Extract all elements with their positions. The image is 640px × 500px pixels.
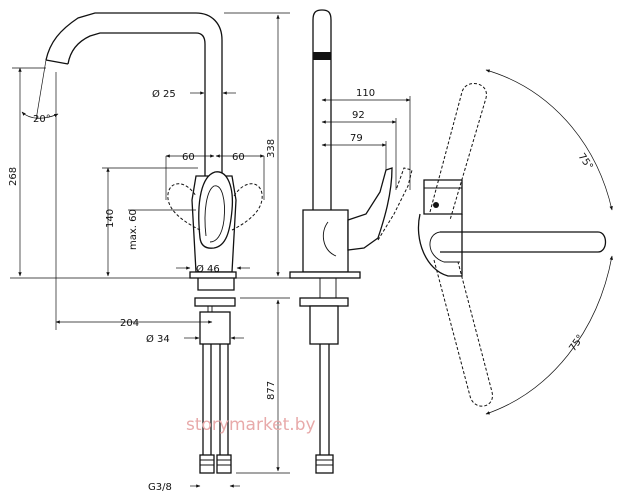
hose-left xyxy=(202,344,212,455)
shank-body xyxy=(199,311,231,345)
side-flange xyxy=(299,297,349,307)
side-hose-nut xyxy=(315,454,334,474)
hose-nut-left xyxy=(199,454,215,474)
side-base xyxy=(289,271,361,279)
top-base-ring xyxy=(417,213,463,277)
front-dimensions: 20° Ø 25 60 60 268 140 max. 60 338 Ø 46 xyxy=(8,12,290,493)
side-body xyxy=(302,209,349,273)
hose-thread-marks xyxy=(200,459,231,466)
dim-reach: 204 xyxy=(120,318,139,329)
side-outlet xyxy=(313,52,331,60)
top-spout xyxy=(440,231,607,253)
side-shank xyxy=(309,305,339,345)
dim-side-92: 92 xyxy=(352,110,365,121)
top-spout-rotated-down xyxy=(433,259,493,407)
watermark-text: storymarket.by xyxy=(186,415,316,435)
rotation-arc-bottom xyxy=(485,255,613,415)
top-spout-curve xyxy=(429,231,460,263)
mounting-flange xyxy=(194,297,236,307)
dim-swing-right: 60 xyxy=(232,152,245,163)
side-lever xyxy=(347,167,393,251)
dim-shank-diameter: Ø 34 xyxy=(146,333,170,345)
side-body-curve xyxy=(322,221,337,257)
front-view xyxy=(10,12,290,474)
lever-swing-right xyxy=(231,183,263,231)
dim-spout-diameter: Ø 25 xyxy=(152,88,176,100)
side-spout xyxy=(312,9,332,210)
side-dimensions: 110 92 79 xyxy=(321,88,411,190)
dim-base-diameter: Ø 46 xyxy=(196,263,220,275)
spout-outer xyxy=(45,12,223,178)
dim-handle-height: 140 xyxy=(105,209,116,228)
hose-nut-right xyxy=(216,454,232,474)
dim-total-height: 338 xyxy=(266,139,277,158)
dim-connection: G3/8 xyxy=(148,482,172,493)
side-view xyxy=(289,9,413,474)
hose-right xyxy=(219,344,229,455)
spout-inner xyxy=(67,32,206,178)
dim-rotation-bottom: 75° xyxy=(567,333,586,354)
top-view: 75° 75° xyxy=(417,69,613,415)
mounting-shank xyxy=(197,278,235,291)
dim-side-79: 79 xyxy=(350,133,363,144)
dim-hose-length: 877 xyxy=(266,381,277,400)
top-body-mark xyxy=(433,202,439,208)
dim-swing-left: 60 xyxy=(182,152,195,163)
dim-outlet-height: 268 xyxy=(8,167,19,186)
lever-swing-left xyxy=(167,183,201,231)
dim-spout-angle: 20° xyxy=(33,114,51,125)
rotation-arc-top xyxy=(485,69,613,211)
dim-side-110: 110 xyxy=(356,88,375,99)
side-hose xyxy=(319,344,330,455)
lever-handle xyxy=(198,171,234,249)
spout-outlet xyxy=(45,59,69,65)
lever-highlight xyxy=(204,185,225,243)
dim-handle-max: max. 60 xyxy=(128,209,139,250)
dim-rotation-top: 75° xyxy=(576,151,595,172)
